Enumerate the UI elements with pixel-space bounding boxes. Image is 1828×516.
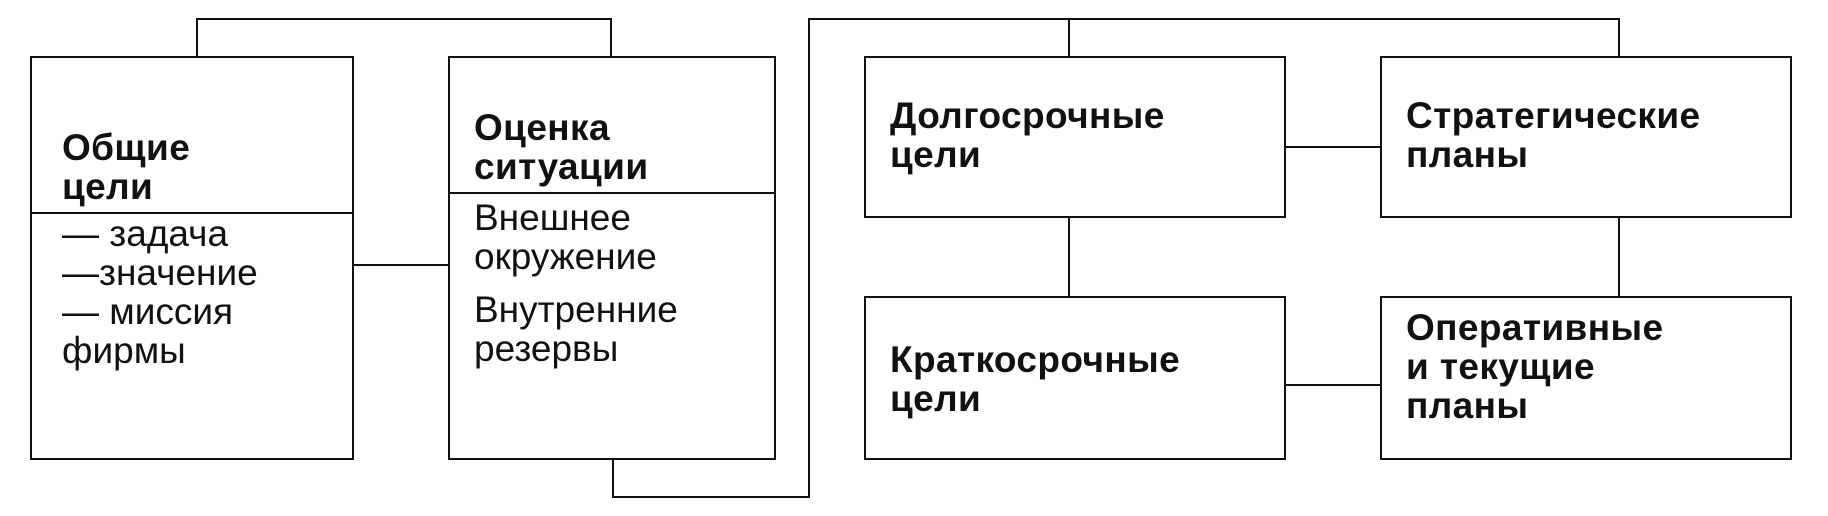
connector-long-link — [808, 18, 810, 498]
long-term-goals-title-line2: цели — [890, 134, 982, 175]
general-goals-divider — [32, 212, 352, 214]
connector-top-left — [196, 18, 612, 20]
strategic-plans-title-line2: планы — [1406, 134, 1529, 175]
connector-situation-up — [610, 20, 612, 58]
strategic-plans-box: Стратегические планы — [1380, 56, 1792, 218]
operational-plans-box: Оперативные и текущие планы — [1380, 296, 1792, 460]
connector-long-up — [1068, 18, 1070, 58]
general-goals-list: — задача —значение — миссия фирмы — [62, 214, 258, 370]
general-goals-item-mission: — миссия — [62, 291, 234, 332]
connector-situation-down — [612, 460, 614, 498]
long-term-goals-box: Долгосрочные цели — [864, 56, 1286, 218]
long-term-goals-title-line1: Долгосрочные — [890, 95, 1165, 136]
short-term-goals-title-line1: Краткосрочные — [890, 339, 1181, 380]
operational-plans-title-line3: планы — [1406, 385, 1529, 426]
general-goals-item-meaning: —значение — [62, 252, 258, 293]
general-goals-title: Общие цели — [62, 128, 190, 206]
connector-top-right — [808, 18, 1620, 20]
operational-plans-title-line1: Оперативные — [1406, 307, 1664, 348]
operational-plans-title-line2: и текущие — [1406, 346, 1595, 387]
connector-general-up — [196, 20, 198, 58]
situation-list: Внешнее окружение Внутренние резервы — [474, 198, 678, 368]
situation-title-line2: ситуации — [474, 146, 649, 187]
short-term-goals-box: Краткосрочные цели — [864, 296, 1286, 460]
general-goals-box: Общие цели — задача —значение — миссия ф… — [30, 56, 354, 460]
connector-general-situation — [352, 264, 450, 266]
general-goals-title-line2: цели — [62, 166, 154, 207]
situation-title-line1: Оценка — [474, 107, 610, 148]
connector-strategic-operational — [1618, 218, 1620, 298]
strategic-plans-title: Стратегические планы — [1406, 96, 1700, 174]
situation-divider — [450, 192, 774, 194]
short-term-goals-title: Краткосрочные цели — [890, 340, 1180, 418]
connector-strategic-up — [1618, 18, 1620, 58]
situation-item-reserves: резервы — [474, 328, 619, 369]
situation-title: Оценка ситуации — [474, 108, 648, 186]
situation-box: Оценка ситуации Внешнее окружение Внутре… — [448, 56, 776, 460]
situation-item-internal: Внутренние — [474, 289, 678, 330]
connector-bottom-link — [612, 496, 810, 498]
general-goals-item-task: — задача — [62, 213, 229, 254]
general-goals-item-firm: фирмы — [62, 330, 186, 371]
long-term-goals-title: Долгосрочные цели — [890, 96, 1165, 174]
connector-long-short — [1068, 218, 1070, 298]
connector-long-strategic — [1284, 146, 1382, 148]
operational-plans-title: Оперативные и текущие планы — [1406, 308, 1663, 425]
connector-short-operational — [1284, 384, 1382, 386]
short-term-goals-title-line2: цели — [890, 378, 982, 419]
situation-item-external: Внешнее — [474, 197, 631, 238]
strategic-plans-title-line1: Стратегические — [1406, 95, 1701, 136]
general-goals-title-line1: Общие — [62, 127, 191, 168]
situation-item-environment: окружение — [474, 236, 657, 277]
